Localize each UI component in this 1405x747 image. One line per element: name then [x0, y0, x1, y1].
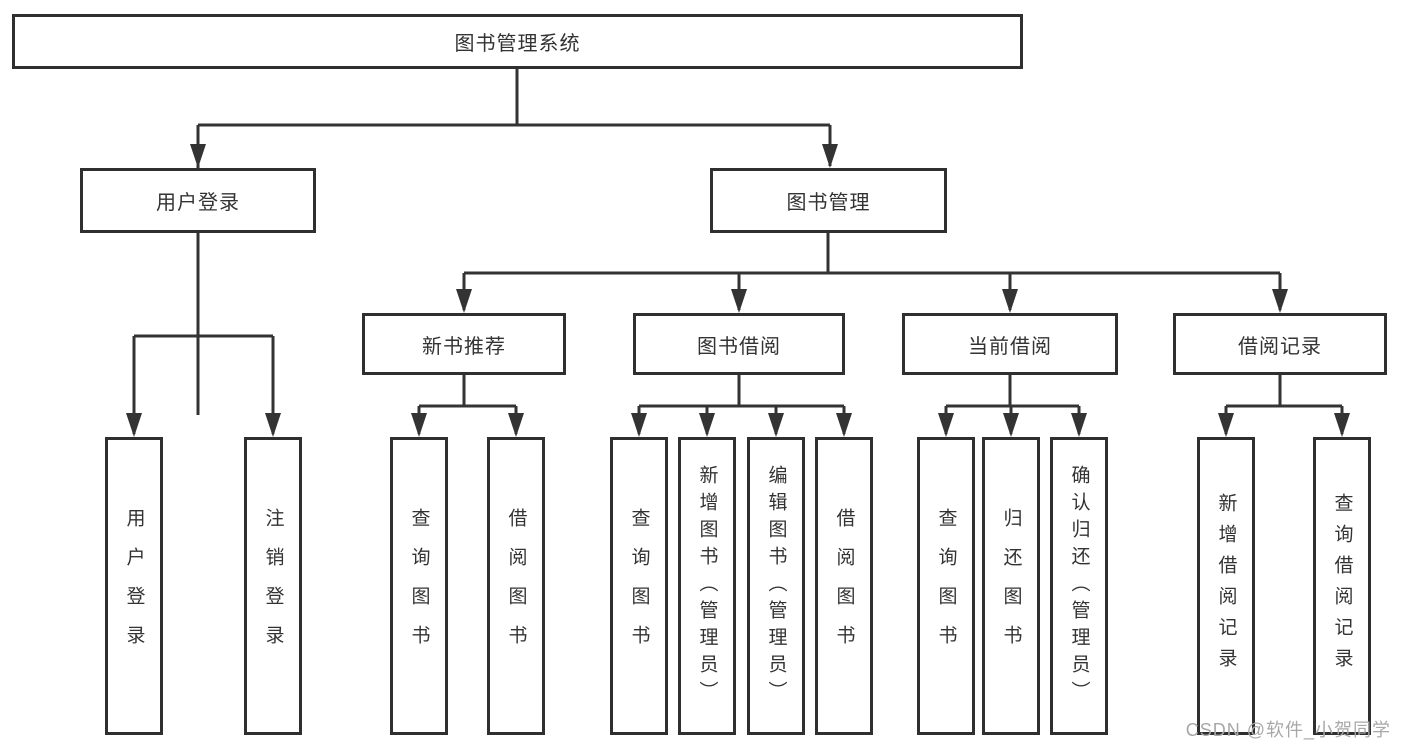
node-label: 用户登录 — [156, 192, 240, 214]
node-label: 当前借阅 — [968, 335, 1052, 358]
leaf-borrow-books: 借阅图书 — [815, 437, 873, 735]
leaf-label: 新增图书（管理员） — [696, 464, 718, 708]
leaf-logout-login: 注销登录 — [244, 437, 302, 735]
node-borrowing-records: 借阅记录 — [1173, 313, 1387, 375]
node-label: 图书借阅 — [697, 335, 781, 358]
leaf-edit-books-admin: 编辑图书（管理员） — [747, 437, 805, 735]
leaf-return-books: 归还图书 — [982, 437, 1040, 735]
leaf-label: 借阅图书 — [833, 508, 855, 664]
node-label: 图书管理 — [786, 192, 871, 214]
leaf-borrow-books-recommend: 借阅图书 — [487, 437, 545, 735]
leaf-label: 查询图书 — [408, 508, 430, 664]
arrowheads — [126, 144, 1350, 437]
node-library-management-system: 图书管理系统 — [12, 14, 1023, 69]
node-new-book-recommendation: 新书推荐 — [362, 313, 566, 375]
leaf-label: 查询图书 — [628, 508, 650, 664]
leaf-add-books-admin: 新增图书（管理员） — [678, 437, 736, 735]
leaf-label: 借阅图书 — [505, 508, 527, 664]
leaf-confirm-return-admin: 确认归还（管理员） — [1050, 437, 1108, 735]
node-current-borrowing: 当前借阅 — [902, 313, 1118, 375]
leaf-label: 新增借阅记录 — [1215, 493, 1237, 679]
leaf-user-login: 用户登录 — [105, 437, 163, 735]
leaf-label: 确认归还（管理员） — [1068, 464, 1090, 708]
leaf-label: 注销登录 — [262, 508, 284, 664]
leaf-label: 归还图书 — [1000, 508, 1022, 664]
leaf-query-books-recommend: 查询图书 — [390, 437, 448, 735]
leaf-label: 编辑图书（管理员） — [765, 464, 787, 708]
node-label: 借阅记录 — [1238, 335, 1322, 358]
node-label: 新书推荐 — [422, 335, 506, 358]
node-label: 图书管理系统 — [454, 33, 581, 55]
leaf-add-borrow-record: 新增借阅记录 — [1197, 437, 1255, 735]
leaf-query-books-current: 查询图书 — [917, 437, 975, 735]
node-user-login: 用户登录 — [80, 168, 316, 233]
leaf-label: 查询借阅记录 — [1331, 493, 1353, 679]
node-book-management: 图书管理 — [710, 168, 947, 233]
leaf-query-borrow-record: 查询借阅记录 — [1313, 437, 1371, 735]
leaf-query-books-borrowing: 查询图书 — [610, 437, 668, 735]
leaf-label: 用户登录 — [123, 508, 145, 664]
csdn-watermark: CSDN @软件_小贺同学 — [1185, 720, 1391, 740]
node-book-borrowing: 图书借阅 — [633, 313, 845, 375]
leaf-label: 查询图书 — [935, 508, 957, 664]
